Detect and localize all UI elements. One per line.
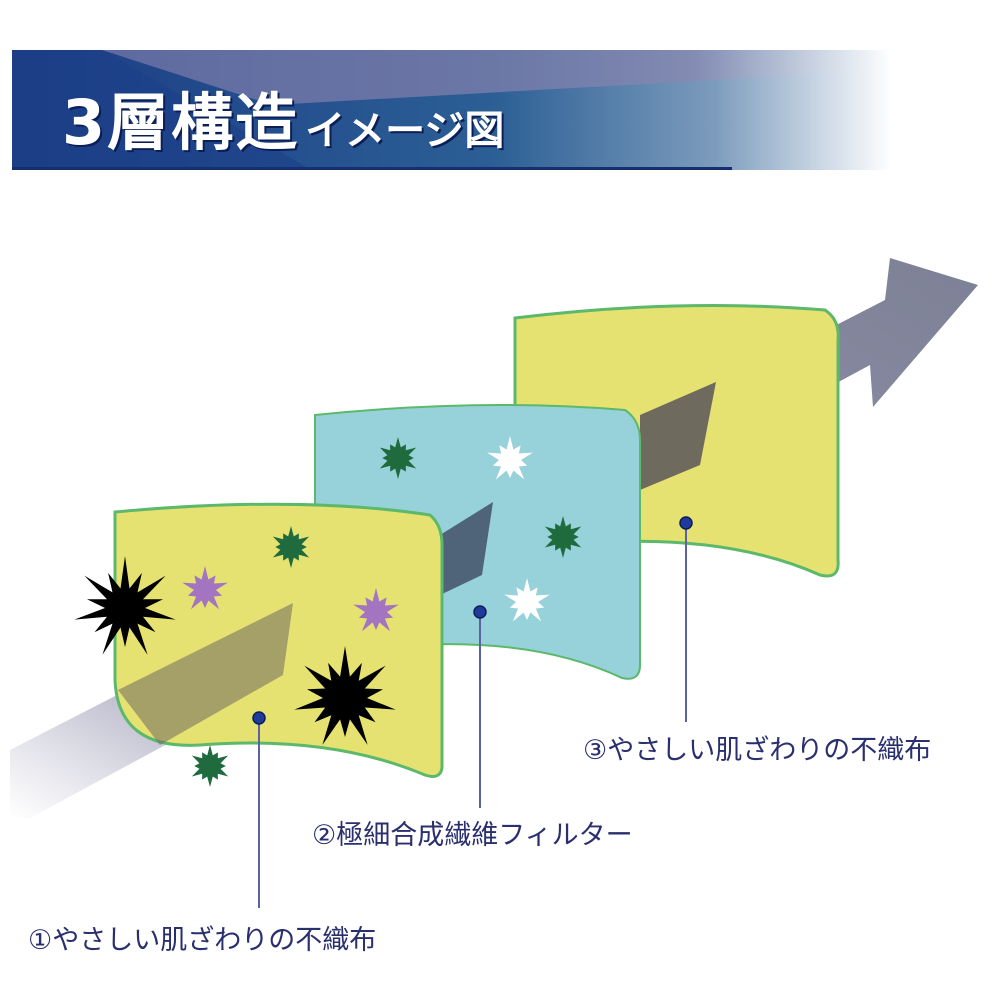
particles — [74, 436, 582, 787]
label-layer-1: ①やさしい肌ざわりの不織布 — [28, 925, 377, 956]
pollen-particle-icon — [353, 588, 399, 632]
pointer-dot-1 — [252, 711, 266, 725]
pollen-particle-icon — [182, 566, 228, 610]
dust-particle-icon — [74, 556, 176, 655]
page-title: 3層構造イメージ図 — [62, 72, 504, 162]
virus-particle-icon — [504, 578, 550, 622]
virus-particle-icon — [487, 436, 533, 480]
bacteria-particle-icon — [544, 516, 582, 558]
bacteria-particle-icon — [272, 526, 310, 568]
title-banner — [12, 50, 892, 170]
bacteria-particle-icon — [379, 437, 417, 479]
dust-particle-icon — [294, 646, 396, 745]
pointer-dot-2 — [473, 605, 487, 619]
title-sub: イメージ図 — [305, 108, 505, 154]
title-main: 3層構造 — [62, 86, 300, 159]
label-layer-3: ③やさしい肌ざわりの不織布 — [583, 735, 932, 766]
bacteria-particle-icon — [191, 745, 229, 787]
label-layer-2: ②極細合成繊維フィルター — [312, 820, 633, 851]
pointer-lines — [252, 516, 693, 908]
pointer-dot-3 — [679, 516, 693, 530]
layer-1 — [113, 502, 444, 778]
